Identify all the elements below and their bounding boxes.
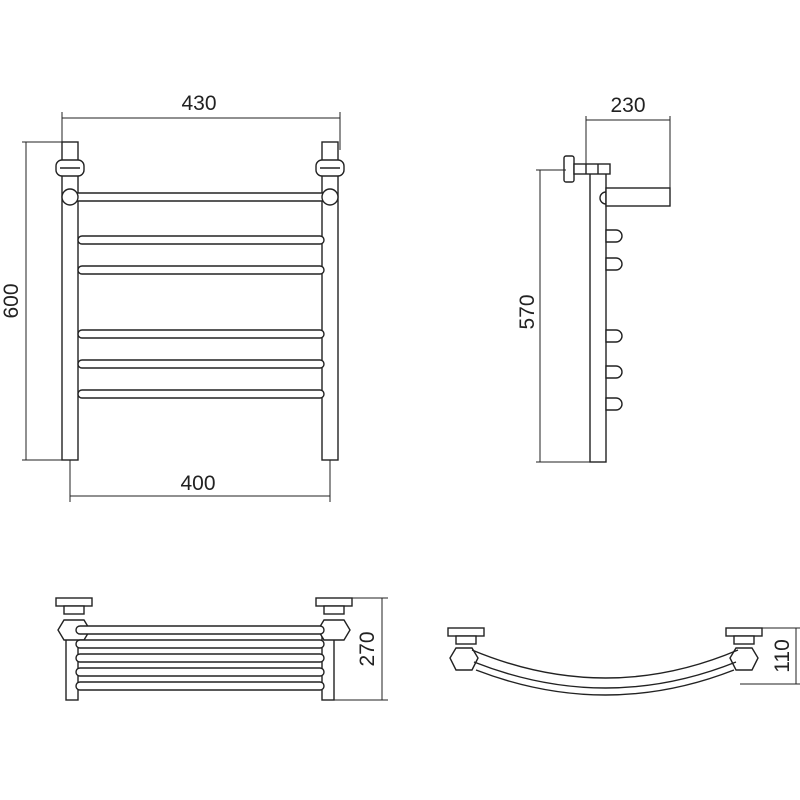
dimension-label-600: 600 — [0, 283, 23, 318]
bar-end-cap — [605, 329, 623, 343]
top-view-bar — [75, 653, 325, 663]
dimension-label-400: 400 — [180, 472, 215, 495]
dimension-label-230: 230 — [610, 94, 645, 117]
top-view-bar — [75, 639, 325, 649]
top-view: 270 — [55, 597, 388, 701]
front-view: 430 600 400 — [0, 92, 345, 502]
left-ball-joint — [61, 188, 79, 206]
cross-bar — [77, 265, 325, 275]
dimension-width-axis: 400 — [69, 460, 331, 502]
top-view-bar — [75, 625, 325, 635]
right-ball-joint — [321, 188, 339, 206]
bar-end-cap — [605, 229, 623, 243]
right-wall-mount — [315, 159, 345, 177]
curved-bar — [475, 669, 735, 696]
curve-right-mount — [725, 627, 763, 671]
bar-end-cap — [605, 365, 623, 379]
dimension-depth: 230 — [585, 94, 671, 188]
dimension-width-total: 430 — [61, 92, 341, 150]
top-view-left-mount — [55, 597, 93, 641]
curved-bar — [471, 649, 739, 679]
dimension-height-axis: 570 — [516, 169, 590, 463]
bar-end-cap — [605, 257, 623, 271]
cross-bar — [77, 235, 325, 245]
dimension-label-430: 430 — [181, 92, 216, 115]
top-view-bar — [75, 681, 325, 691]
top-view-right-mount — [315, 597, 353, 641]
curved-bar — [473, 661, 737, 689]
top-view-bar — [75, 667, 325, 677]
dimension-label-110: 110 — [771, 639, 794, 672]
bar-end-cap — [605, 397, 623, 411]
cross-bar — [77, 329, 325, 339]
dimension-label-270: 270 — [356, 631, 379, 666]
curve-view: 110 — [447, 627, 800, 696]
curve-left-mount — [447, 627, 485, 671]
dimension-height-total: 600 — [0, 141, 68, 461]
side-wall-mount — [563, 155, 611, 183]
dimension-offset: 110 — [740, 627, 800, 685]
cross-bar — [77, 389, 325, 399]
dimension-label-570: 570 — [516, 294, 539, 329]
side-view: 230 570 — [516, 94, 671, 463]
side-top-rail — [605, 187, 671, 207]
top-rail — [69, 192, 331, 202]
dimension-depth-total: 270 — [334, 597, 388, 701]
side-upright — [589, 167, 607, 463]
cross-bar — [77, 359, 325, 369]
left-wall-mount — [55, 159, 85, 177]
